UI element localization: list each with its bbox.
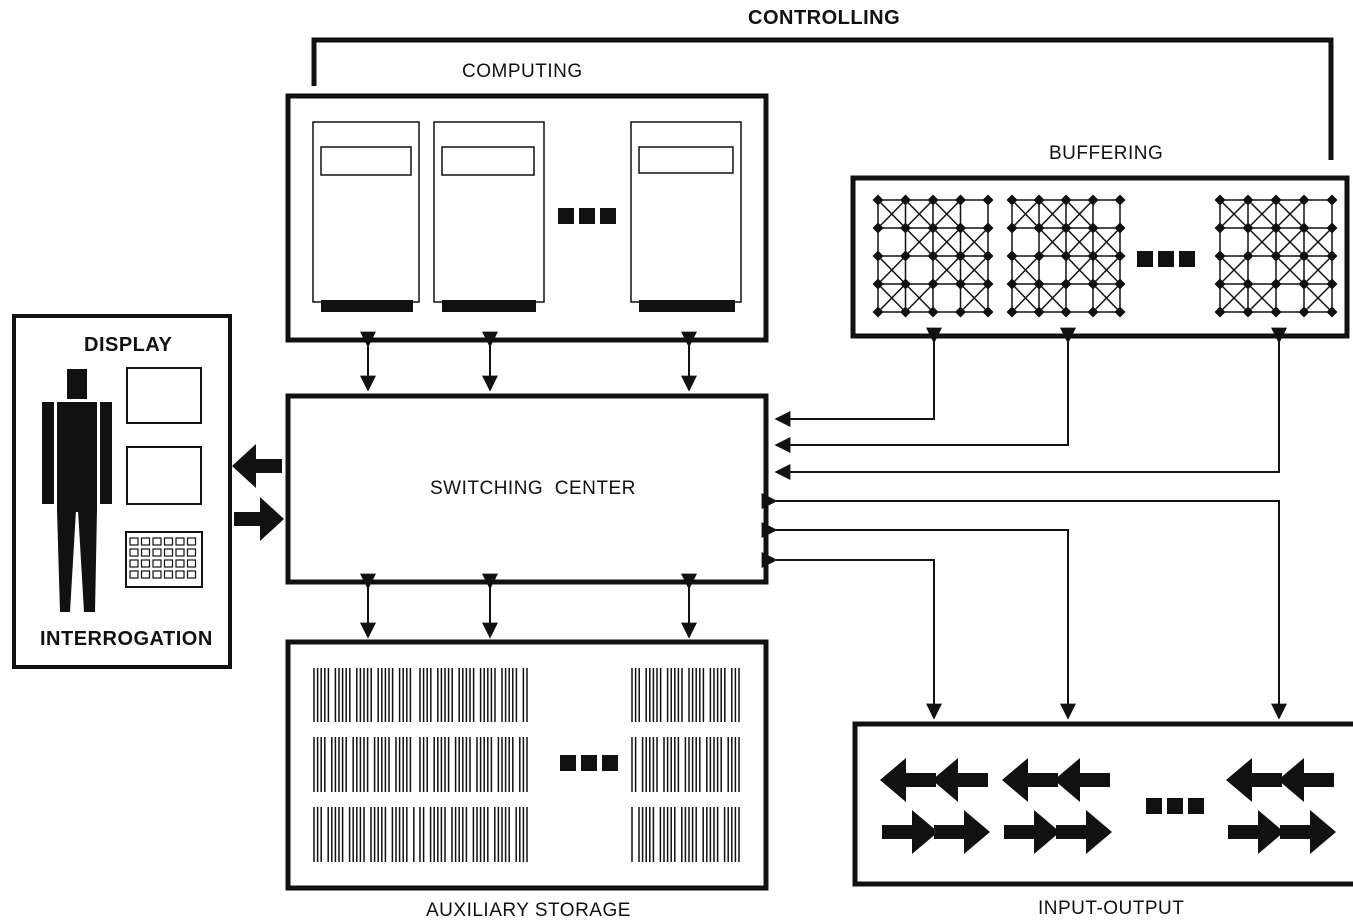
buffer-core-grid-2 bbox=[1006, 194, 1126, 318]
buffer-core-grid-1 bbox=[872, 194, 994, 318]
buffer-core-grid-3 bbox=[1214, 194, 1338, 318]
buffering-switching-links bbox=[774, 327, 1287, 480]
controlling-line bbox=[311, 37, 1334, 160]
io-ellipsis bbox=[1146, 798, 1204, 814]
switching-center-box bbox=[285, 393, 769, 585]
human-figure-icon bbox=[42, 369, 112, 612]
auxiliary-storage-label: AUXILIARY STORAGE bbox=[426, 900, 631, 921]
controlling-label: CONTROLLING bbox=[748, 7, 901, 29]
display-label: DISPLAY bbox=[84, 334, 173, 356]
buffering-ellipsis bbox=[1137, 251, 1195, 267]
computing-ellipsis bbox=[558, 208, 616, 224]
interrogation-label: INTERROGATION bbox=[40, 628, 213, 650]
input-output-box bbox=[852, 721, 1353, 887]
computing-switching-links bbox=[360, 331, 697, 392]
processor-unit-3 bbox=[630, 121, 742, 312]
storage-switching-links bbox=[360, 573, 697, 639]
display-input-arrow bbox=[234, 497, 284, 541]
storage-bank-lines bbox=[313, 668, 740, 862]
input-output-label: INPUT-OUTPUT bbox=[1038, 898, 1185, 919]
processor-unit-2 bbox=[433, 121, 545, 312]
display-screen-1 bbox=[126, 367, 202, 424]
processor-unit-1 bbox=[312, 121, 420, 312]
storage-ellipsis bbox=[560, 755, 618, 771]
display-output-arrow bbox=[232, 444, 282, 488]
io-arrow-pairs bbox=[880, 758, 1336, 854]
buffering-label: BUFFERING bbox=[1049, 143, 1164, 164]
keypad-icon bbox=[125, 531, 203, 588]
computing-label: COMPUTING bbox=[462, 61, 583, 82]
switching-center-label: SWITCHING CENTER bbox=[430, 478, 636, 499]
io-switching-links bbox=[761, 493, 1287, 720]
display-screen-2 bbox=[126, 446, 202, 505]
